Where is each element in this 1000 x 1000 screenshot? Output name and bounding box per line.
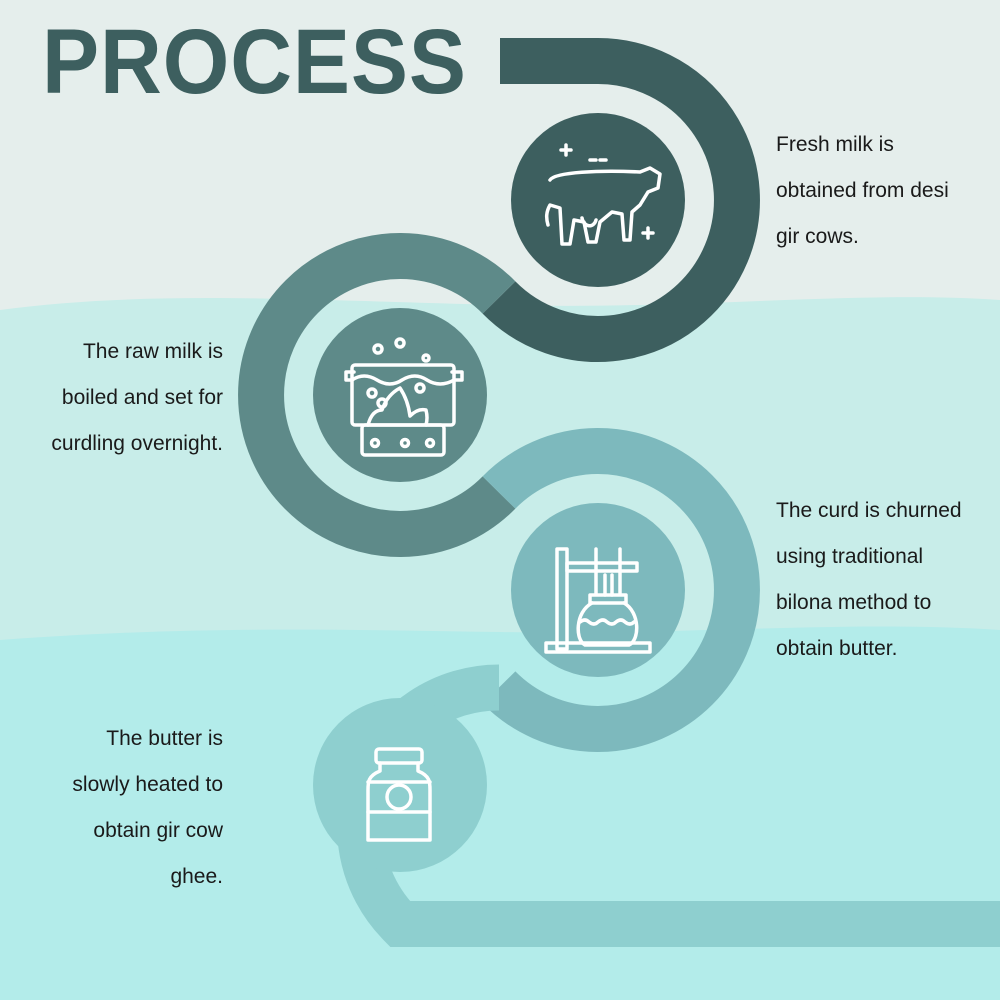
ghee-jar-icon (366, 747, 432, 842)
step-2-line: boiled and set for (61, 386, 223, 409)
step-3-line: bilona method to (776, 591, 932, 614)
step-1-line: gir cows. (776, 225, 859, 248)
step-1-line: obtained from desi (776, 179, 949, 202)
icon-circle-step-3 (511, 503, 685, 677)
track-segment-step-1 (482, 38, 760, 362)
step-3-line: The curd is churned (776, 499, 962, 522)
track-segment-step-3 (482, 428, 760, 752)
icon-circle-step-1 (511, 113, 685, 287)
step-4-line: obtain gir cow (93, 819, 223, 842)
step-2-description: The raw milk is boiled and set for curdl… (51, 329, 223, 467)
churning-pot-icon (544, 547, 652, 654)
step-3-line: using traditional (776, 545, 924, 568)
page-title: PROCESS (42, 11, 467, 113)
cow-icon (544, 143, 662, 246)
step-4-line: The butter is (106, 727, 223, 750)
boiling-pot-icon (344, 337, 464, 457)
step-1-description: Fresh milk is obtained from desi gir cow… (776, 122, 949, 260)
step-4-line: slowly heated to (72, 773, 223, 796)
step-4-description: The butter is slowly heated to obtain gi… (72, 716, 223, 900)
step-2-line: curdling overnight. (51, 432, 223, 455)
track-segment-step-2 (238, 233, 516, 557)
step-3-line: obtain butter. (776, 637, 898, 660)
step-3-description: The curd is churned using traditional bi… (776, 488, 962, 672)
step-2-line: The raw milk is (82, 340, 223, 363)
step-4-line: ghee. (170, 865, 223, 888)
step-1-line: Fresh milk is (776, 133, 894, 156)
